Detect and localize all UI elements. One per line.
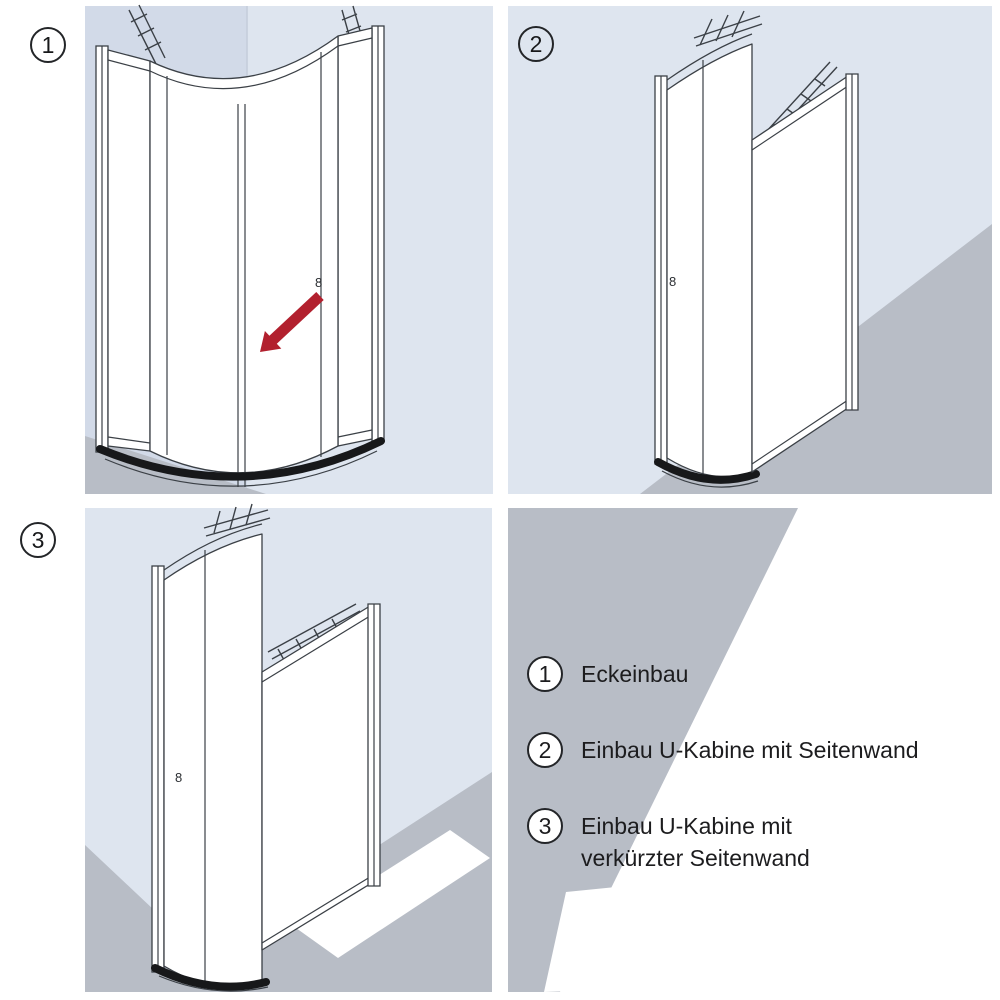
shower-drawing-u-cabin: 8 — [654, 10, 859, 488]
legend-number-3: 3 — [527, 808, 563, 844]
glass-frame-lines — [107, 59, 151, 444]
tray-base-line — [104, 450, 378, 487]
shower-tray — [96, 437, 385, 481]
step-number: 3 — [31, 526, 45, 553]
step-number: 2 — [529, 30, 543, 57]
shower-tray — [151, 964, 270, 991]
legend: 1 Eckeinbau 2 Einbau U-Kabine mit Seiten… — [527, 656, 919, 874]
side-glass-left — [107, 49, 151, 452]
panel-3-u-cabin-short-side-wall: 8 — [85, 503, 492, 992]
legend-label-3-line-1: Einbau U-Kabine mit — [581, 813, 792, 839]
curved-door-glass — [149, 35, 339, 474]
step-number: 1 — [41, 31, 55, 58]
rim-outer-line — [666, 33, 753, 81]
step-badge-1: 1 — [30, 27, 66, 63]
floor — [508, 508, 798, 992]
door-seams — [166, 52, 322, 487]
door-handle-icon: 8 — [315, 275, 322, 290]
curved-door-glass — [163, 533, 263, 988]
shower-drawing-u-cabin-short: 8 — [151, 503, 381, 992]
legend-number-1: 1 — [527, 656, 563, 692]
panel-1-corner-installation: 8 — [85, 4, 493, 494]
tray-base-line — [661, 470, 759, 488]
door-handle-icon: 8 — [175, 770, 182, 785]
shower-tray — [654, 458, 760, 484]
legend-item-2: 2 Einbau U-Kabine mit Seitenwand — [527, 732, 919, 768]
door-handle-icon: 8 — [669, 274, 676, 289]
legend-label-3: Einbau U-Kabine mit verkürzter Seitenwan… — [581, 808, 810, 874]
support-strut-icon — [693, 10, 763, 47]
legend-label-2: Einbau U-Kabine mit Seitenwand — [581, 737, 919, 763]
legend-label-3-line-2: verkürzter Seitenwand — [581, 845, 810, 871]
header-rail-line — [149, 45, 339, 90]
legend-item-3: 3 Einbau U-Kabine mit verkürzter Seitenw… — [527, 808, 919, 874]
floor — [85, 772, 492, 992]
step-badge-3: 3 — [20, 522, 56, 558]
support-strut-icon — [128, 4, 166, 65]
glass-frame-lines — [337, 37, 373, 438]
tray-base-line — [158, 975, 269, 992]
step-badge-2: 2 — [518, 26, 554, 62]
legend-label-1: Eckeinbau — [581, 661, 689, 687]
panel-2-u-cabin-side-wall: 8 — [508, 6, 992, 494]
shower-drawing-corner: 8 — [95, 4, 385, 487]
legend-number-2: 2 — [527, 732, 563, 768]
panel-4-legend-background — [508, 508, 798, 992]
arrow-icon — [260, 292, 324, 352]
legend-item-1: 1 Eckeinbau — [527, 656, 919, 692]
floor-tray-outline — [296, 830, 490, 958]
side-wall-glass — [751, 75, 849, 473]
glass-frame-lines — [751, 85, 849, 465]
rim-outer-line — [163, 523, 263, 571]
curved-door-glass — [666, 43, 753, 478]
floor-tray-outline — [544, 874, 746, 992]
side-glass-right — [337, 27, 373, 447]
glass-frame-lines — [261, 615, 371, 944]
support-strut-icon — [267, 603, 361, 661]
support-strut-icon — [203, 503, 271, 537]
